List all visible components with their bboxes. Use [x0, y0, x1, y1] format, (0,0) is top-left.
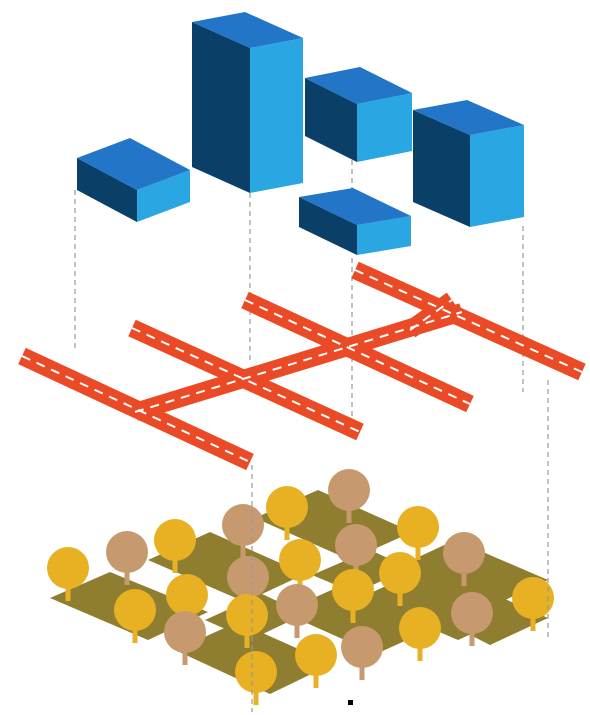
tree-trunk — [253, 689, 259, 705]
tree-icon — [166, 574, 208, 616]
tree-16 — [276, 584, 318, 638]
tree-13 — [332, 569, 374, 623]
ground-tile-6 — [282, 584, 438, 654]
tree-icon — [266, 486, 308, 528]
tree-icon — [235, 651, 277, 693]
tree-icon — [341, 626, 383, 668]
tree-trunk — [313, 672, 319, 688]
tree-5 — [154, 519, 196, 573]
tree-icon — [451, 592, 493, 634]
tree-1 — [328, 469, 370, 523]
tree-22 — [341, 626, 383, 680]
tree-icon — [397, 506, 439, 548]
tree-trunk — [350, 607, 356, 623]
tree-trunk — [132, 627, 138, 643]
tree-icon — [226, 594, 268, 636]
buildings-layer — [77, 12, 524, 255]
tree-15 — [512, 577, 554, 631]
tree-trunk — [530, 615, 536, 631]
tree-24 — [235, 651, 277, 705]
tree-icon — [279, 539, 321, 581]
tree-trunk — [415, 544, 421, 560]
tree-trunk — [461, 570, 467, 586]
building-right-face — [357, 216, 411, 255]
road-cross-main — [132, 303, 465, 421]
roads-layer — [18, 261, 586, 471]
tree-19 — [226, 594, 268, 648]
tree-icon — [443, 532, 485, 574]
tree-7 — [106, 531, 148, 585]
tree-trunk — [469, 630, 475, 646]
tree-8 — [443, 532, 485, 586]
tree-icon — [512, 577, 554, 619]
road-diagonal-1-center-marking — [21, 355, 251, 463]
building-tall — [192, 12, 303, 193]
tree-icon — [164, 611, 206, 653]
building-medium — [305, 67, 412, 162]
tree-icon — [154, 519, 196, 561]
building-right-face — [250, 38, 303, 193]
tree-trunk — [346, 507, 352, 523]
tree-trunk — [397, 590, 403, 606]
road-cross-stub-center-marking — [409, 299, 453, 331]
tree-trunk — [417, 645, 423, 661]
tree-23 — [295, 634, 337, 688]
building-top-face — [299, 188, 411, 225]
tree-icon — [114, 589, 156, 631]
tree-trunk — [182, 649, 188, 665]
tree-icon — [328, 469, 370, 511]
tree-icon — [106, 531, 148, 573]
tree-trunk — [240, 542, 246, 558]
tree-trunk — [172, 557, 178, 573]
tree-trunk — [294, 622, 300, 638]
building-left-face — [192, 22, 250, 193]
tree-10 — [47, 547, 89, 601]
building-small-center — [299, 188, 411, 255]
tree-icon — [295, 634, 337, 676]
tree-trunk — [244, 632, 250, 648]
tree-icon — [227, 556, 269, 598]
building-top-face — [192, 12, 303, 48]
tree-trunk — [284, 524, 290, 540]
tree-2 — [266, 486, 308, 540]
building-left-face — [77, 158, 137, 222]
building-right-face — [470, 125, 524, 227]
building-left-face — [299, 197, 357, 255]
trees — [47, 469, 554, 705]
building-top-face — [305, 67, 412, 104]
tree-icon — [222, 504, 264, 546]
tree-icon — [276, 584, 318, 626]
road-diagonal-2-center-marking — [131, 327, 361, 433]
tree-11 — [379, 552, 421, 606]
tree-trunk — [359, 664, 365, 680]
tree-icon — [379, 552, 421, 594]
building-right-face — [357, 93, 412, 162]
building-top-face — [77, 138, 190, 190]
tree-17 — [114, 589, 156, 643]
building-right-face — [137, 170, 190, 222]
building-right — [413, 100, 524, 227]
ground-tile-7 — [395, 540, 548, 608]
small-dot — [348, 700, 353, 705]
tree-icon — [332, 569, 374, 611]
tree-3 — [222, 504, 264, 558]
tree-icon — [399, 607, 441, 649]
building-left-face — [413, 110, 470, 227]
tree-20 — [399, 607, 441, 661]
tree-trunk — [124, 569, 130, 585]
building-small-left — [77, 138, 190, 222]
road-diagonal-4 — [351, 261, 586, 381]
tree-4 — [397, 506, 439, 560]
greenery-layer — [47, 469, 554, 705]
road-cross-main-center-marking — [134, 311, 463, 413]
tree-icon — [335, 524, 377, 566]
tree-18 — [451, 592, 493, 646]
building-left-face — [305, 78, 357, 162]
tree-trunk — [65, 585, 71, 601]
tree-21 — [164, 611, 206, 665]
building-top-face — [413, 100, 524, 135]
tree-icon — [47, 547, 89, 589]
